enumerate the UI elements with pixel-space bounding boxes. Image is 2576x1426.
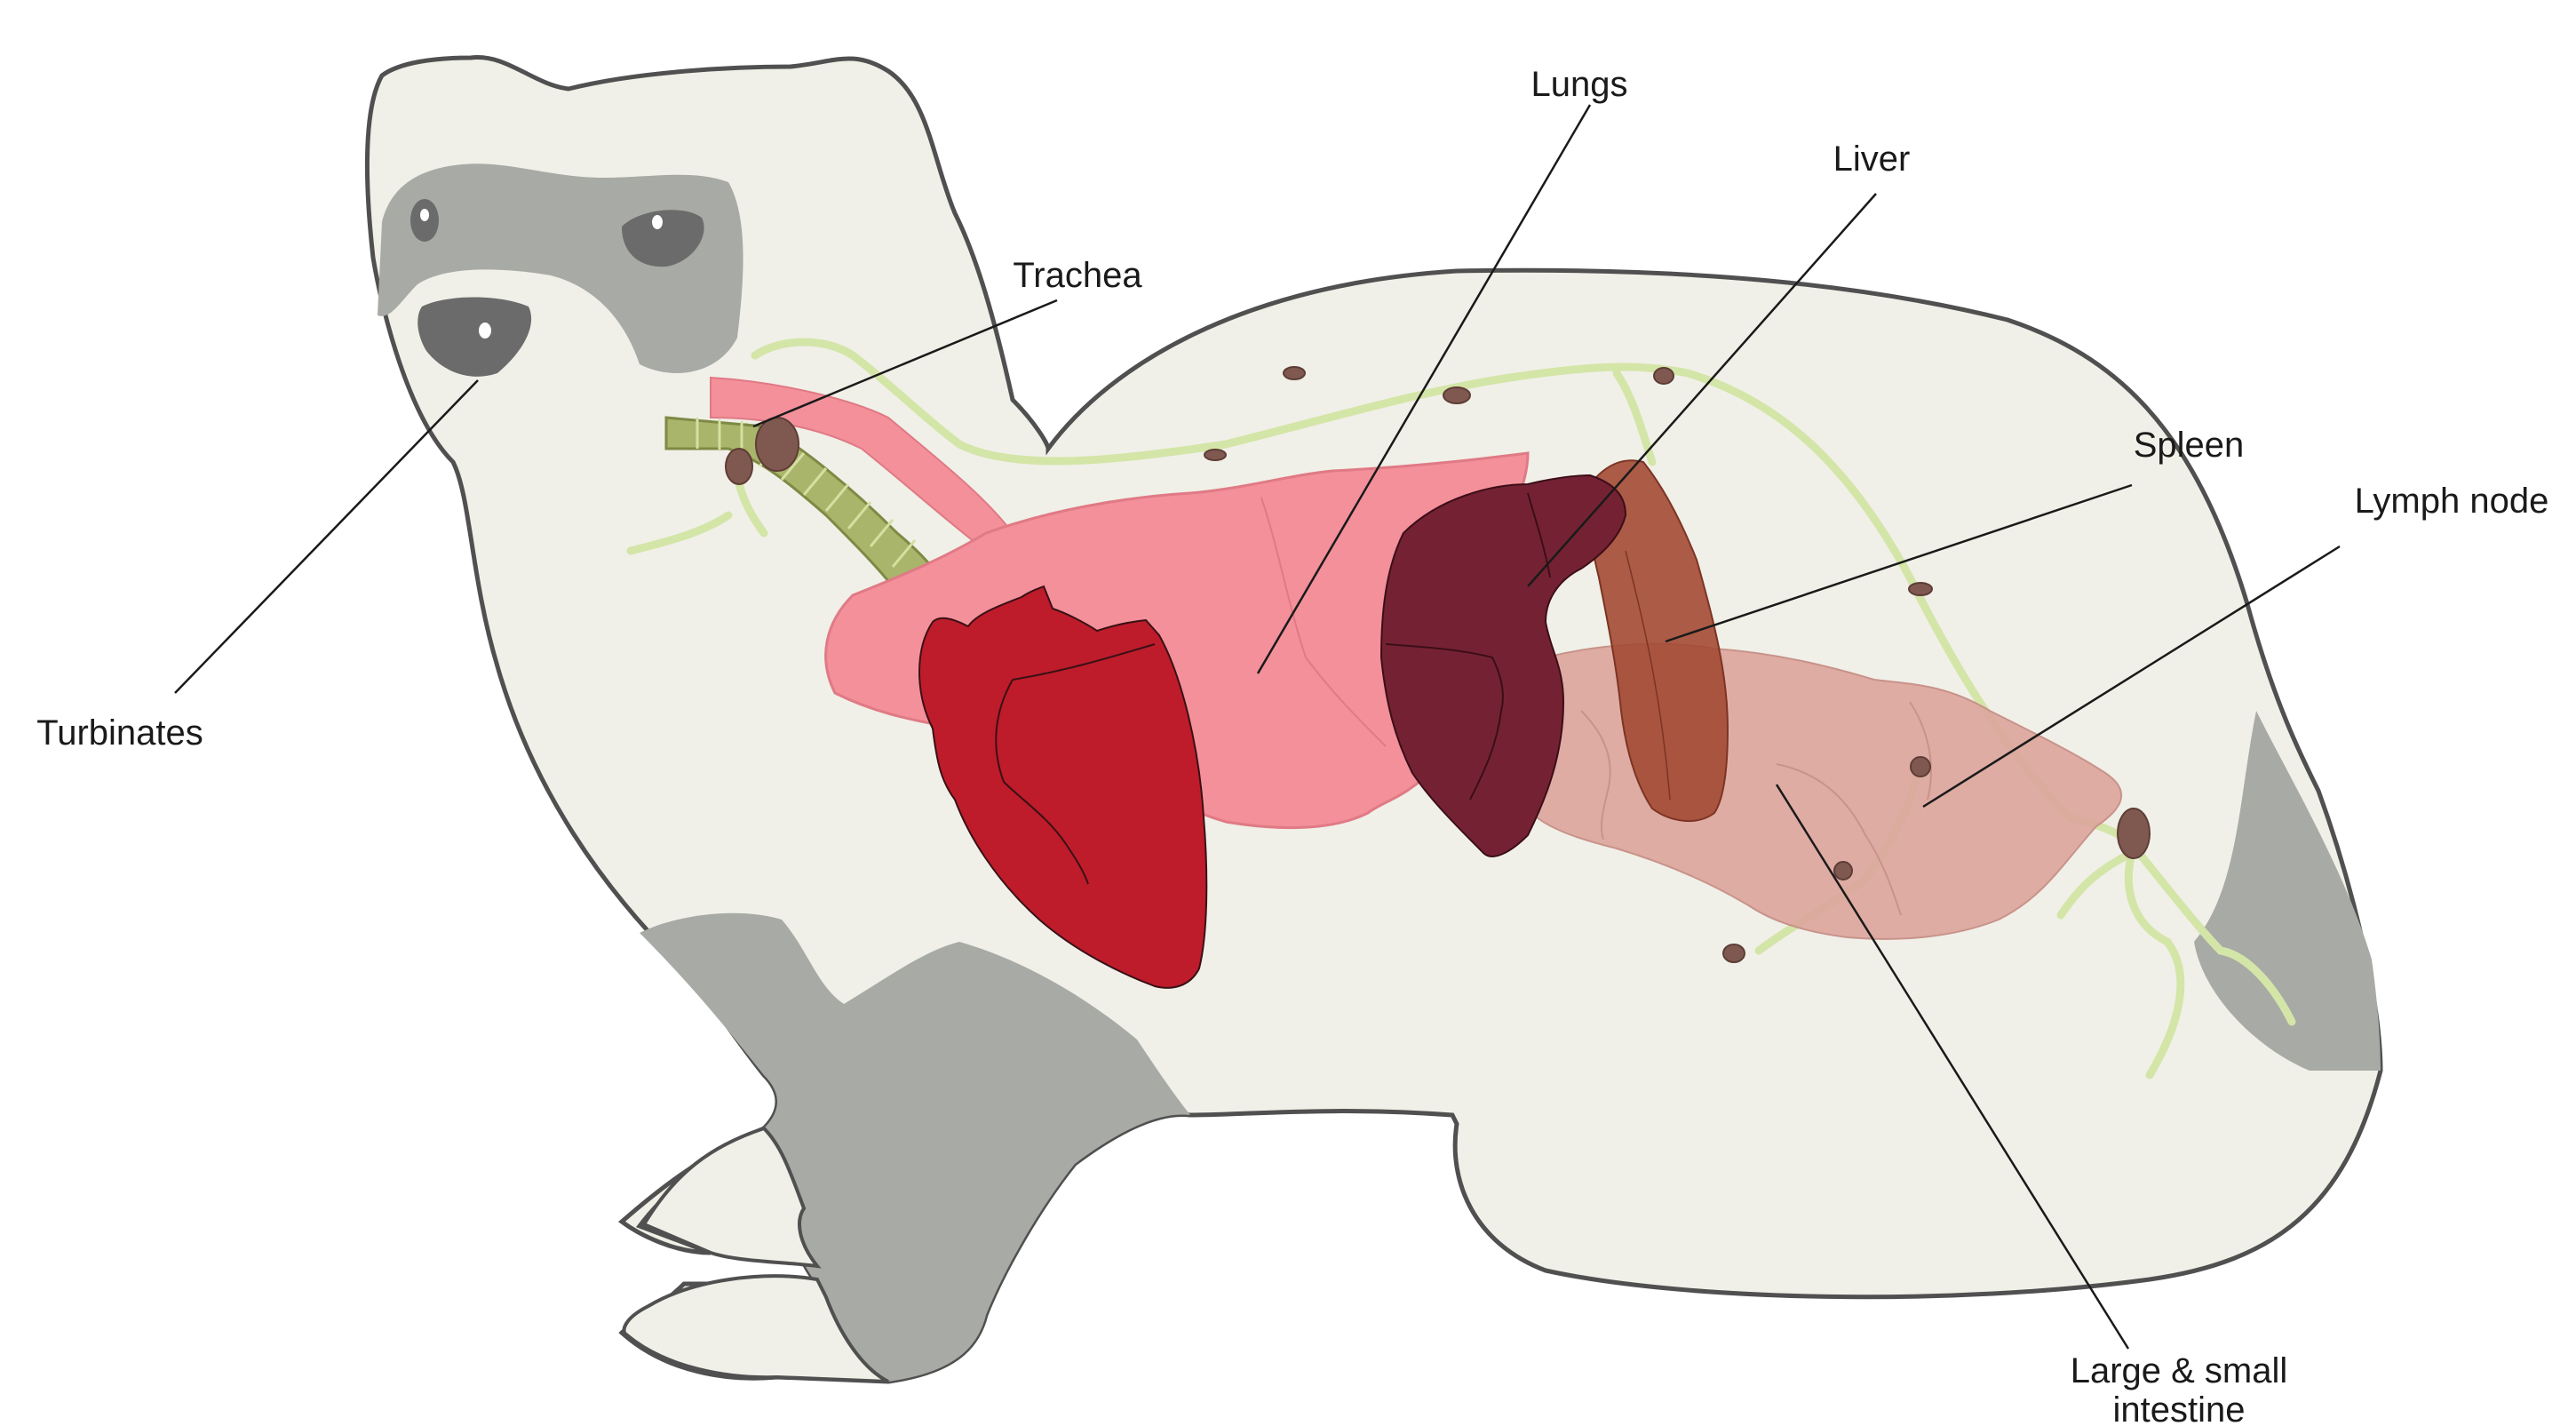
lymph-node (1723, 944, 1745, 962)
label-trachea: Trachea (1013, 256, 1142, 295)
lymph-node (1911, 757, 1930, 777)
label-lungs: Lungs (1531, 65, 1628, 104)
lymph-node (1909, 583, 1932, 595)
right-eye-highlight (652, 215, 663, 229)
label-liver: Liver (1833, 139, 1911, 179)
left-eye-highlight (420, 209, 429, 221)
lymph-node (1834, 862, 1852, 880)
lymph-node (1443, 387, 1470, 403)
lymph-node (756, 418, 799, 471)
lymph-node (1654, 368, 1674, 384)
lymph-node (726, 449, 752, 484)
label-intestine-line2: intestine (2113, 1390, 2246, 1426)
lymph-node (2118, 809, 2150, 858)
leader-line-turbinates (175, 380, 478, 693)
label-turbinates: Turbinates (36, 713, 203, 753)
label-intestine-line1: Large & small (2071, 1351, 2288, 1390)
lymph-node (1284, 367, 1305, 379)
nose-highlight (479, 323, 491, 339)
label-lymph-node: Lymph node (2355, 482, 2549, 521)
lymph-node (1205, 450, 1226, 460)
label-spleen: Spleen (2134, 426, 2245, 465)
